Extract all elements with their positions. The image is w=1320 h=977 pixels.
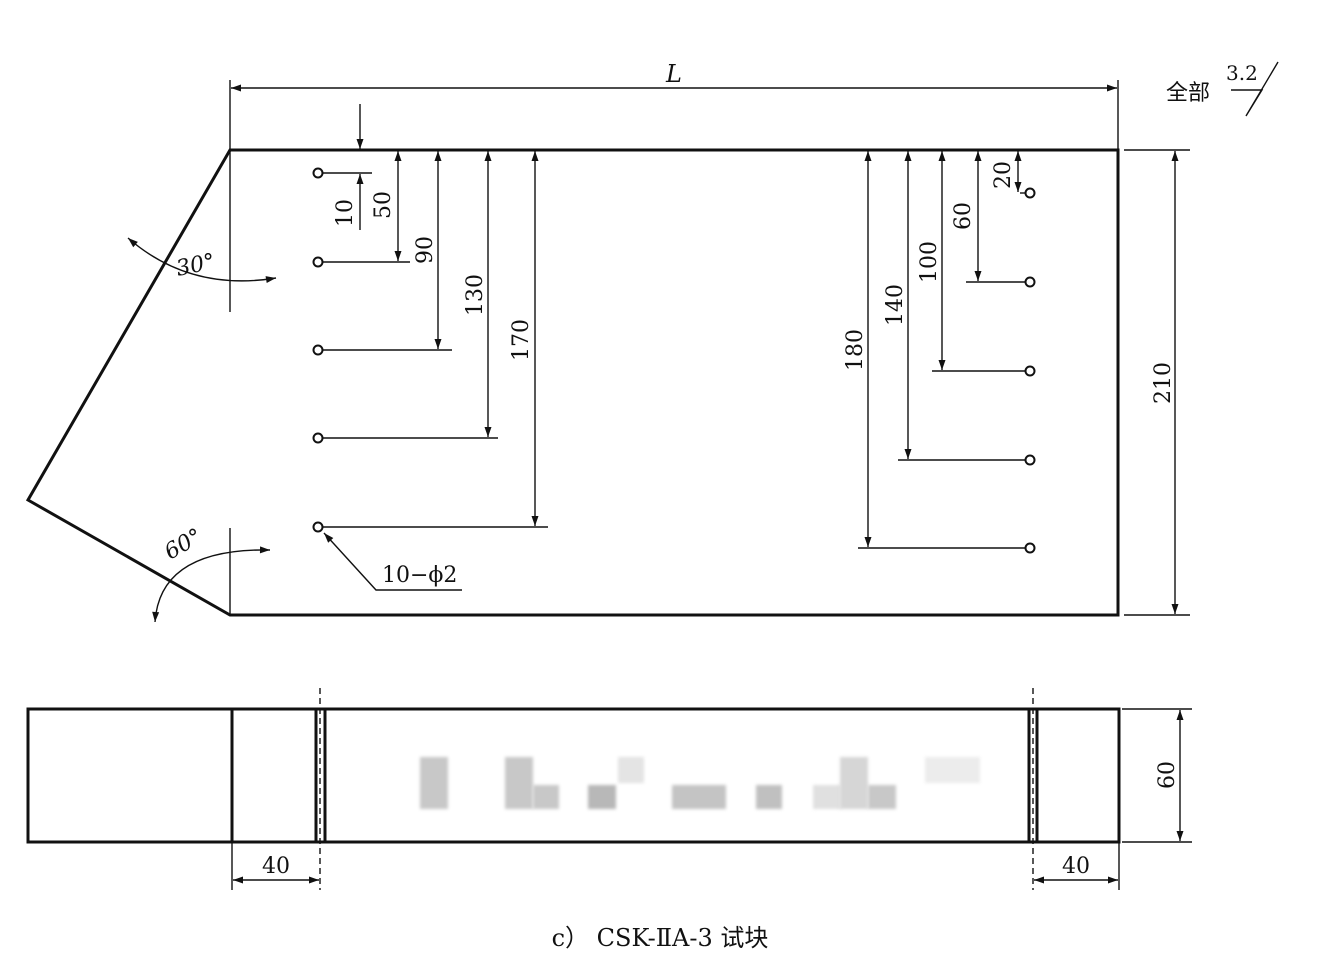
hole-right: [1024, 187, 1036, 199]
dim-label-left: 170: [509, 319, 534, 361]
dim-label-right: 60: [951, 202, 976, 230]
hole-left: [312, 432, 324, 444]
roughness-symbol: [1231, 61, 1279, 117]
dim-label-right: 140: [883, 284, 908, 326]
hole-right: [1024, 454, 1036, 466]
angle-arc-60: [152, 546, 271, 623]
front-height-label: 60: [1155, 761, 1180, 789]
hole-left: [312, 167, 324, 179]
block-outline: [25, 148, 1120, 617]
hole-right: [1024, 542, 1036, 554]
roughness-note: 全部: [1166, 81, 1210, 106]
hole-right: [1024, 276, 1036, 288]
right-offset-label: 40: [1062, 854, 1090, 879]
front-view: 60 40 40: [26, 688, 1192, 890]
dim-label-right: 100: [917, 241, 942, 283]
dim-label-left: 10: [333, 199, 358, 227]
front-outline: [26, 707, 1121, 844]
left-offset-label: 40: [262, 854, 290, 879]
figure-caption: c） CSK-ⅡA-3 试块: [551, 924, 769, 952]
height-label: 210: [1151, 362, 1176, 404]
hole-leader: [323, 532, 462, 591]
dim-label-left: 90: [413, 236, 438, 264]
dim-label-right: 20: [991, 161, 1016, 189]
hole-left: [312, 256, 324, 268]
hole-left: [312, 521, 324, 533]
angle-label-30: 30°: [174, 249, 217, 282]
angle-arc-30: [127, 237, 277, 284]
roughness-value: 3.2: [1226, 61, 1258, 85]
hole-right: [1024, 365, 1036, 377]
left-hole-dims: 10 50 90 130 170: [312, 104, 548, 533]
dim-label-right: 180: [843, 329, 868, 371]
dim-label-left: 50: [371, 191, 396, 219]
angle-label-60: 60°: [161, 524, 207, 565]
hole-left: [312, 344, 324, 356]
right-hole-dims: 20 60 100 140 180: [843, 151, 1036, 554]
dim-label-left: 130: [463, 274, 488, 316]
hole-callout: 10−ϕ2: [382, 563, 457, 588]
length-label: L: [665, 60, 682, 88]
